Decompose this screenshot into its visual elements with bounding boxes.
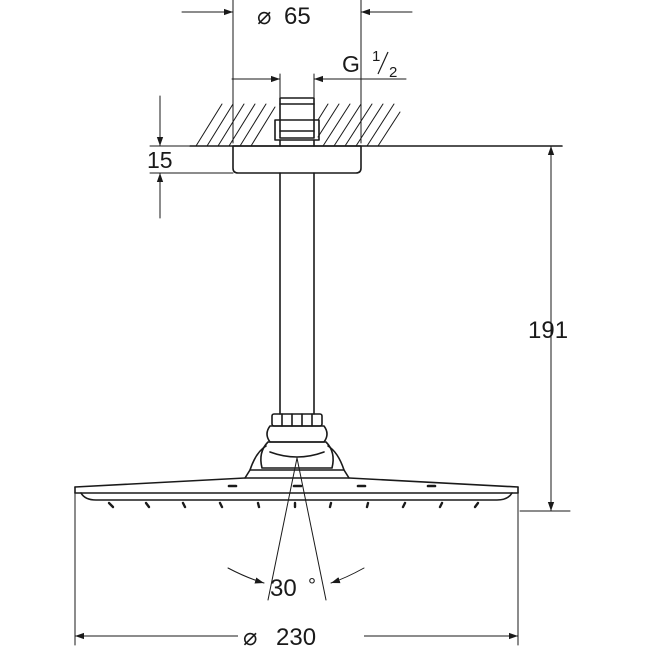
- diameter-65-value: 65: [284, 3, 311, 30]
- dimension-65: [181, 0, 413, 144]
- dimension-thread: [231, 73, 407, 98]
- fraction-slash: [377, 51, 389, 75]
- diameter-symbol: ⌀: [243, 624, 257, 650]
- thread-denominator: 2: [389, 64, 397, 81]
- thread-prefix: G: [342, 51, 360, 77]
- label-diameter-230: ⌀ 230: [238, 620, 364, 650]
- diameter-230-value: 230: [276, 624, 316, 650]
- label-total-height: 191: [528, 317, 568, 344]
- angle-value: 30: [270, 575, 297, 602]
- swivel-joint: [244, 413, 350, 479]
- spray-nozzles: [107, 501, 480, 509]
- shower-head: [74, 477, 519, 501]
- dimension-angle: [227, 457, 365, 601]
- angle-unit: °: [308, 575, 316, 597]
- thread-numerator: 1: [372, 48, 380, 65]
- ceiling-flange: [232, 145, 362, 174]
- diameter-symbol: ⌀: [257, 3, 271, 30]
- shower-arm: [279, 172, 315, 415]
- dimension-191: [519, 145, 571, 512]
- thread-connector: [274, 97, 320, 147]
- label-angle: 30 °: [270, 575, 316, 602]
- dimension-15: [149, 95, 234, 219]
- label-flange-height: 15: [147, 147, 173, 173]
- label-diameter-65: ⌀ 65: [257, 3, 311, 30]
- label-thread: G 1 2: [342, 48, 397, 81]
